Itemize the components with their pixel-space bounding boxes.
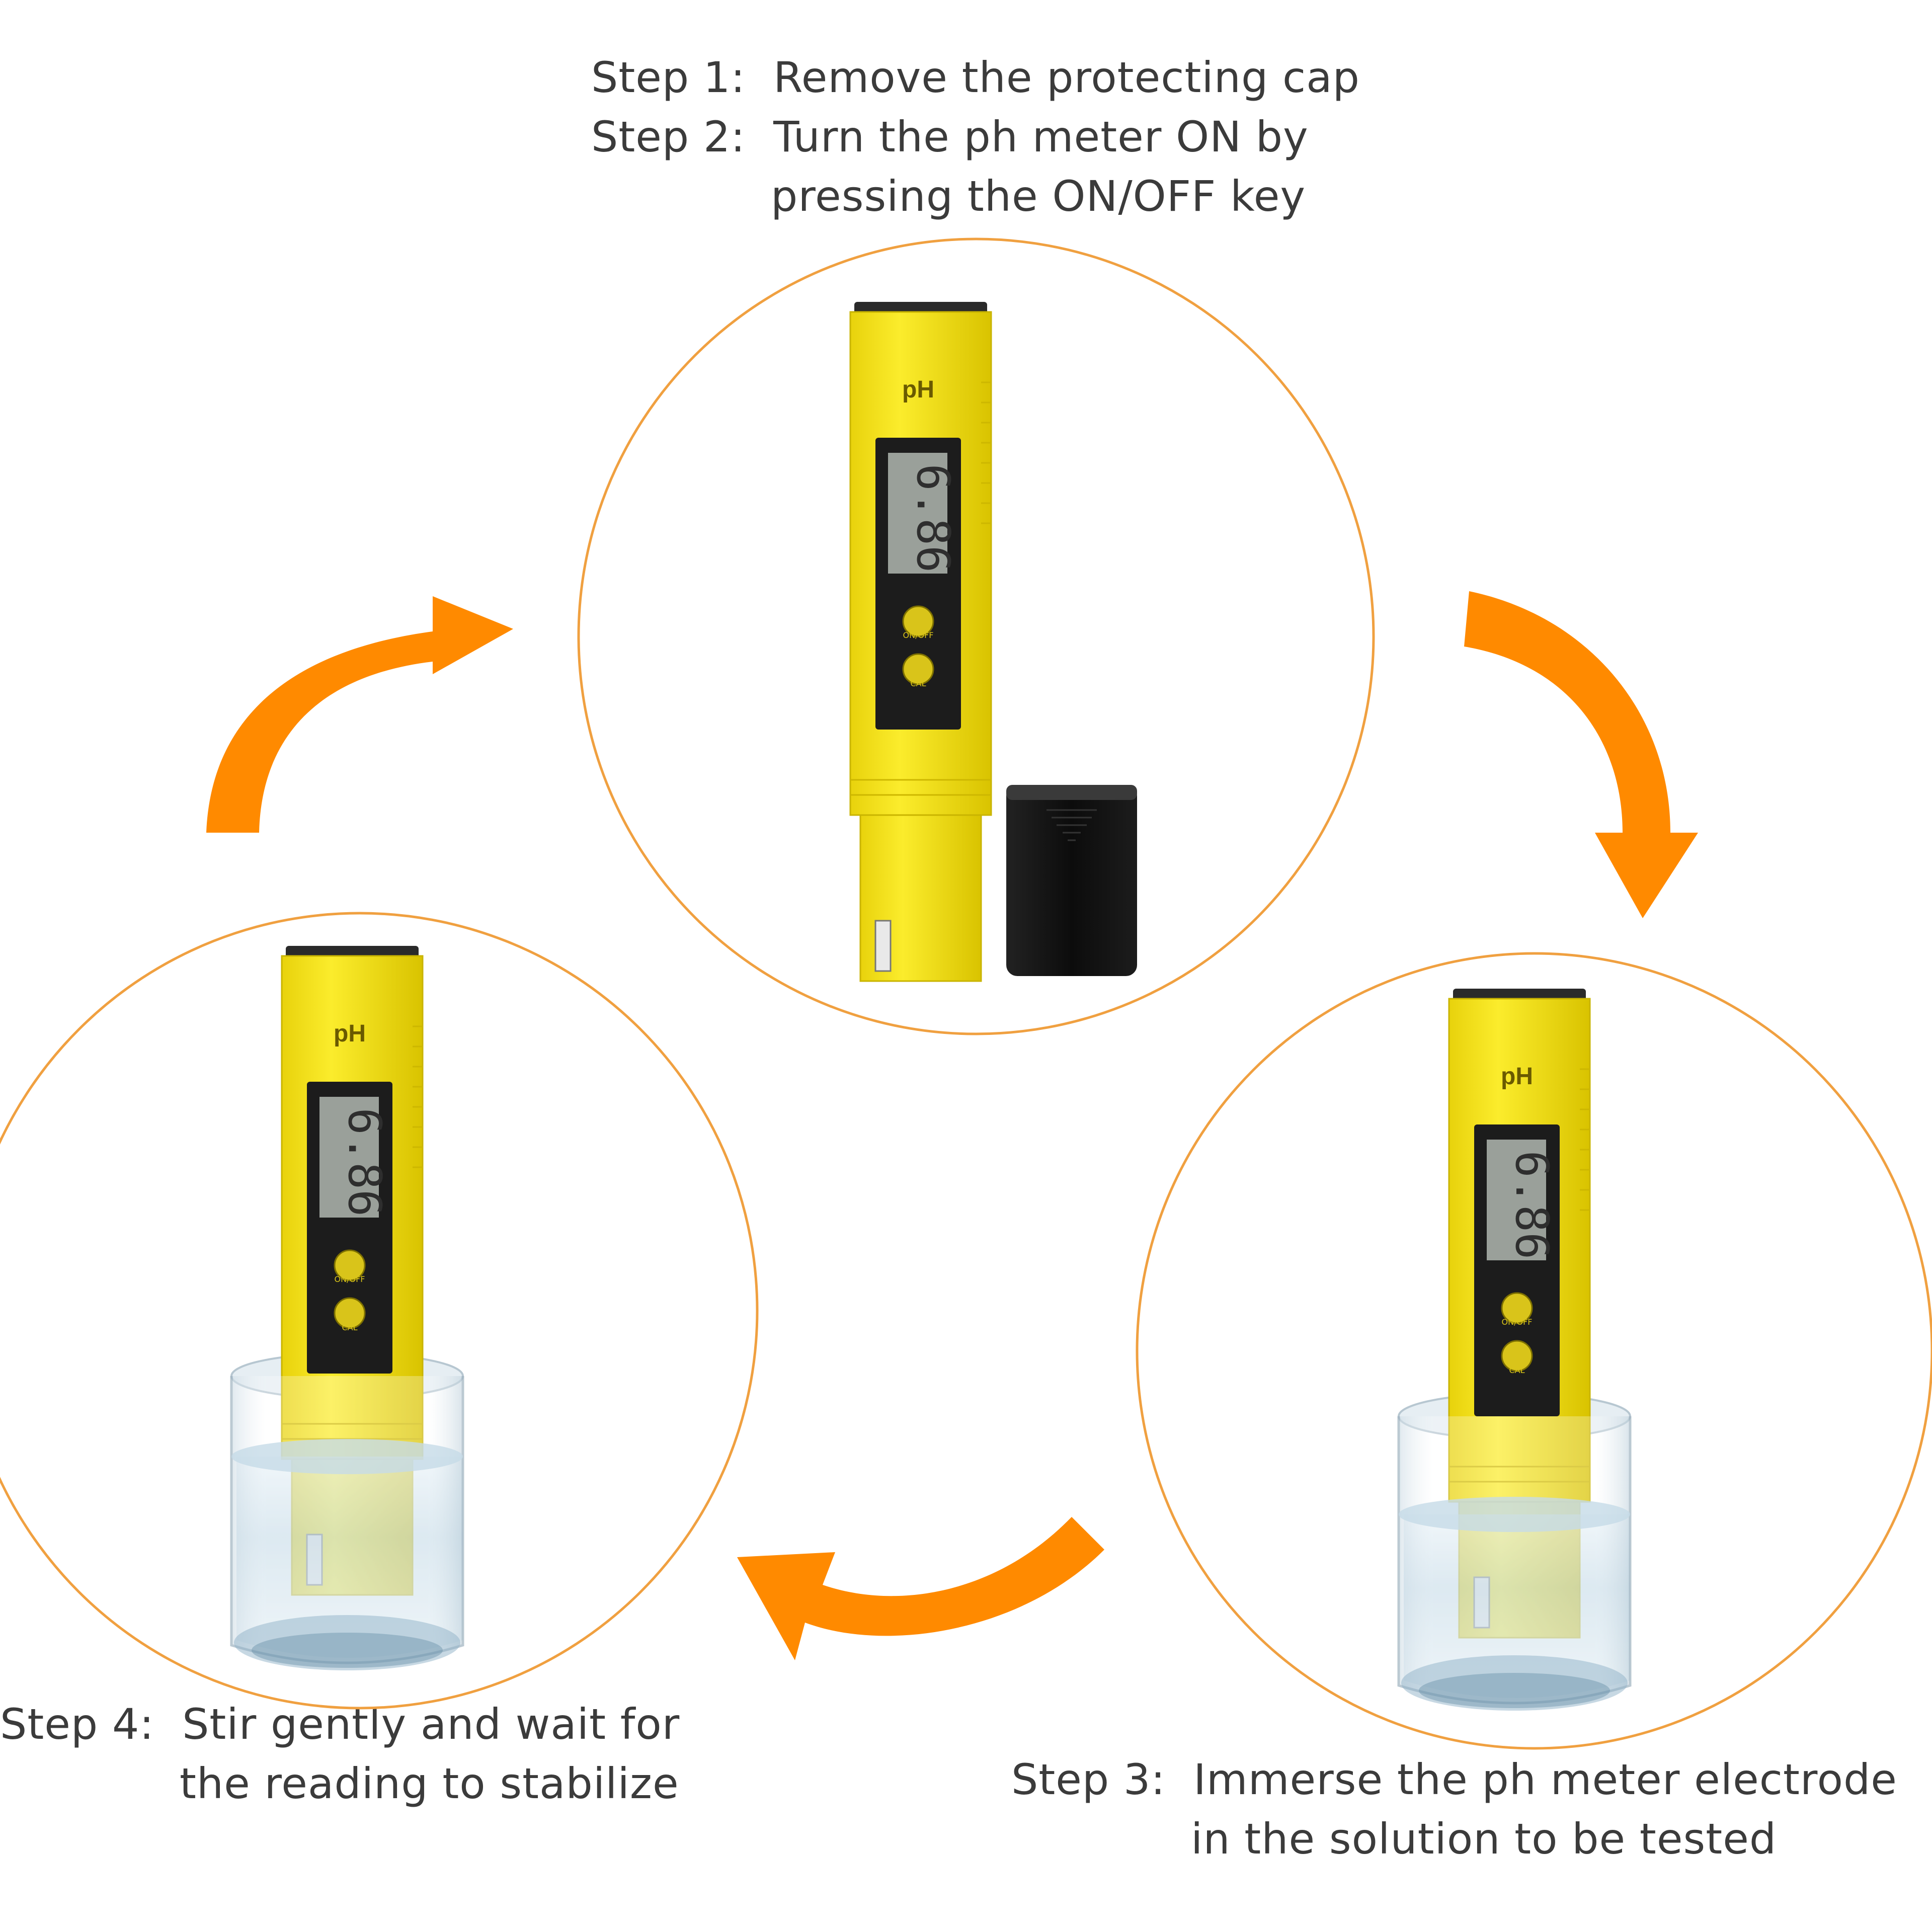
step-3-circle (1136, 952, 1932, 1750)
step-1-text: Remove the protecting cap (773, 53, 1360, 102)
step-2-text-line-2: pressing the ON/OFF key (771, 172, 1306, 221)
step-4-text-line-2: the reading to stabilize (180, 1759, 679, 1808)
step-4-button-1-label: ON/OFF (335, 1274, 365, 1284)
step-3-text-line-2: in the solution to be tested (1191, 1814, 1777, 1864)
step-1-2-button-1-label: ON/OFF (903, 630, 934, 640)
step-4-meter-reading: 6.86 (338, 1108, 391, 1217)
arrow-step-2-to-3 (1464, 591, 1698, 918)
step-3-button-2-label: CAL (1509, 1365, 1524, 1375)
step-2-row-continued: pressing the ON/OFF key (591, 167, 1360, 226)
step-4-instructions: Step 4: Stir gently and wait for the rea… (0, 1695, 680, 1813)
step-4-circle (0, 912, 759, 1710)
step-1-2-circle (577, 237, 1375, 1035)
step-3-glass (1397, 1416, 1632, 1711)
step-4-text-line-1: Stir gently and wait for (182, 1700, 680, 1749)
step-4-glass (230, 1376, 464, 1670)
step-1-2-instructions: Step 1: Remove the protecting cap Step 2… (591, 48, 1360, 226)
step-3-meter-reading: 6.86 (1505, 1151, 1558, 1260)
step-3-button-1-label: ON/OFF (1502, 1317, 1533, 1327)
step-1-2-meter (849, 301, 992, 982)
step-4-row: Step 4: Stir gently and wait for (0, 1695, 680, 1754)
step-2-label: Step 2: (591, 112, 760, 162)
protective-cap (1006, 785, 1137, 976)
step-1-label: Step 1: (591, 53, 760, 102)
step-4-button-2-label: CAL (342, 1323, 357, 1332)
step-4-row-continued: the reading to stabilize (0, 1754, 680, 1813)
step-4-label: Step 4: (0, 1700, 169, 1749)
step-3-label: Step 3: (1011, 1755, 1180, 1804)
step-4-meter-brand: pH (334, 1020, 366, 1047)
arrow-step-4-to-1 (206, 596, 513, 833)
step-2-row: Step 2: Turn the ph meter ON by (591, 107, 1360, 167)
step-1-2-meter-brand: pH (902, 376, 934, 403)
step-3-text-line-1: Immerse the ph meter electrode (1193, 1755, 1897, 1804)
arrow-step-3-to-4 (737, 1517, 1104, 1660)
step-2-text-line-1: Turn the ph meter ON by (773, 112, 1309, 162)
step-3-row: Step 3: Immerse the ph meter electrode (1011, 1750, 1897, 1809)
step-1-2-meter-reading: 6.86 (907, 464, 959, 573)
step-1-2-button-2-label: CAL (910, 679, 926, 688)
step-3-meter-brand: pH (1501, 1063, 1533, 1090)
step-3-row-continued: in the solution to be tested (1011, 1809, 1897, 1869)
step-1-row: Step 1: Remove the protecting cap (591, 48, 1360, 107)
step-3-instructions: Step 3: Immerse the ph meter electrode i… (1011, 1750, 1897, 1869)
